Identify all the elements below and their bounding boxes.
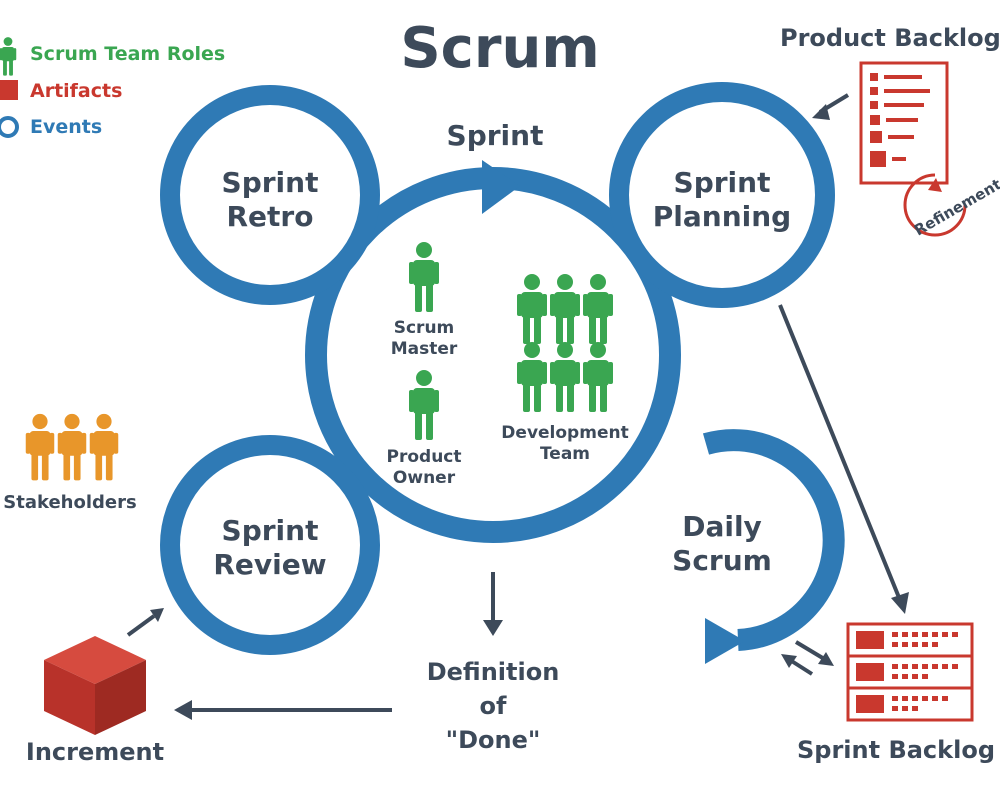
daily-scrum-event: Daily Scrum xyxy=(672,429,845,664)
svg-text:Scrum: Scrum xyxy=(394,318,455,338)
development-team-role: Development Team xyxy=(501,274,629,464)
refinement-label: Refinement xyxy=(911,175,1000,239)
page-title: Scrum xyxy=(400,16,599,81)
sprint-planning-event: Sprint Planning xyxy=(609,82,835,308)
definition-of-done: Definition of "Done" xyxy=(427,658,560,754)
svg-text:Review: Review xyxy=(213,548,326,581)
svg-text:Daily: Daily xyxy=(682,510,762,543)
planning-to-sprint-backlog-arrow xyxy=(778,304,902,601)
sprint-retro-event: Sprint Retro xyxy=(160,85,380,305)
legend-event-icon xyxy=(0,116,19,138)
increment-to-review-arrow xyxy=(126,614,156,637)
daily-scrum-arrow-head xyxy=(705,618,745,664)
legend-person-icon xyxy=(0,37,17,76)
stakeholders-label: Stakeholders xyxy=(3,492,136,513)
product-backlog-label: Product Backlog xyxy=(780,24,1000,52)
scrum-master-role: Scrum Master xyxy=(391,242,458,359)
product-owner-role: Product Owner xyxy=(387,370,462,488)
legend-roles-label: Scrum Team Roles xyxy=(30,43,225,65)
svg-text:Sprint: Sprint xyxy=(222,166,319,199)
svg-text:Definition: Definition xyxy=(427,658,560,686)
svg-text:Team: Team xyxy=(540,444,590,464)
svg-text:Development: Development xyxy=(501,423,628,443)
svg-text:Master: Master xyxy=(391,339,458,359)
sprint-backlog-label: Sprint Backlog xyxy=(797,736,995,764)
sprint-backlog-artifact: Sprint Backlog xyxy=(797,622,995,764)
legend-events-label: Events xyxy=(30,116,102,138)
svg-text:"Done": "Done" xyxy=(446,726,541,754)
increment-artifact: Increment xyxy=(26,636,164,766)
stakeholders-group: Stakeholders xyxy=(3,413,137,513)
svg-text:Sprint: Sprint xyxy=(674,166,771,199)
svg-text:Scrum: Scrum xyxy=(672,544,772,577)
sprint-arrow-head xyxy=(482,160,520,214)
increment-label: Increment xyxy=(26,738,164,766)
daily-scrum-sprint-backlog-arrows xyxy=(781,640,834,676)
legend: Scrum Team Roles Artifacts Events xyxy=(0,37,225,138)
svg-text:Planning: Planning xyxy=(653,200,791,233)
svg-text:Product: Product xyxy=(387,447,462,467)
legend-artifacts-label: Artifacts xyxy=(30,80,122,102)
svg-text:Retro: Retro xyxy=(227,200,314,233)
svg-text:Sprint: Sprint xyxy=(222,514,319,547)
svg-text:Owner: Owner xyxy=(393,468,456,488)
legend-artifact-icon xyxy=(0,80,18,100)
sprint-review-event: Sprint Review xyxy=(160,435,380,655)
refinement-cycle-icon xyxy=(903,173,967,237)
sprint-label: Sprint xyxy=(447,119,544,152)
svg-text:of: of xyxy=(480,692,507,720)
